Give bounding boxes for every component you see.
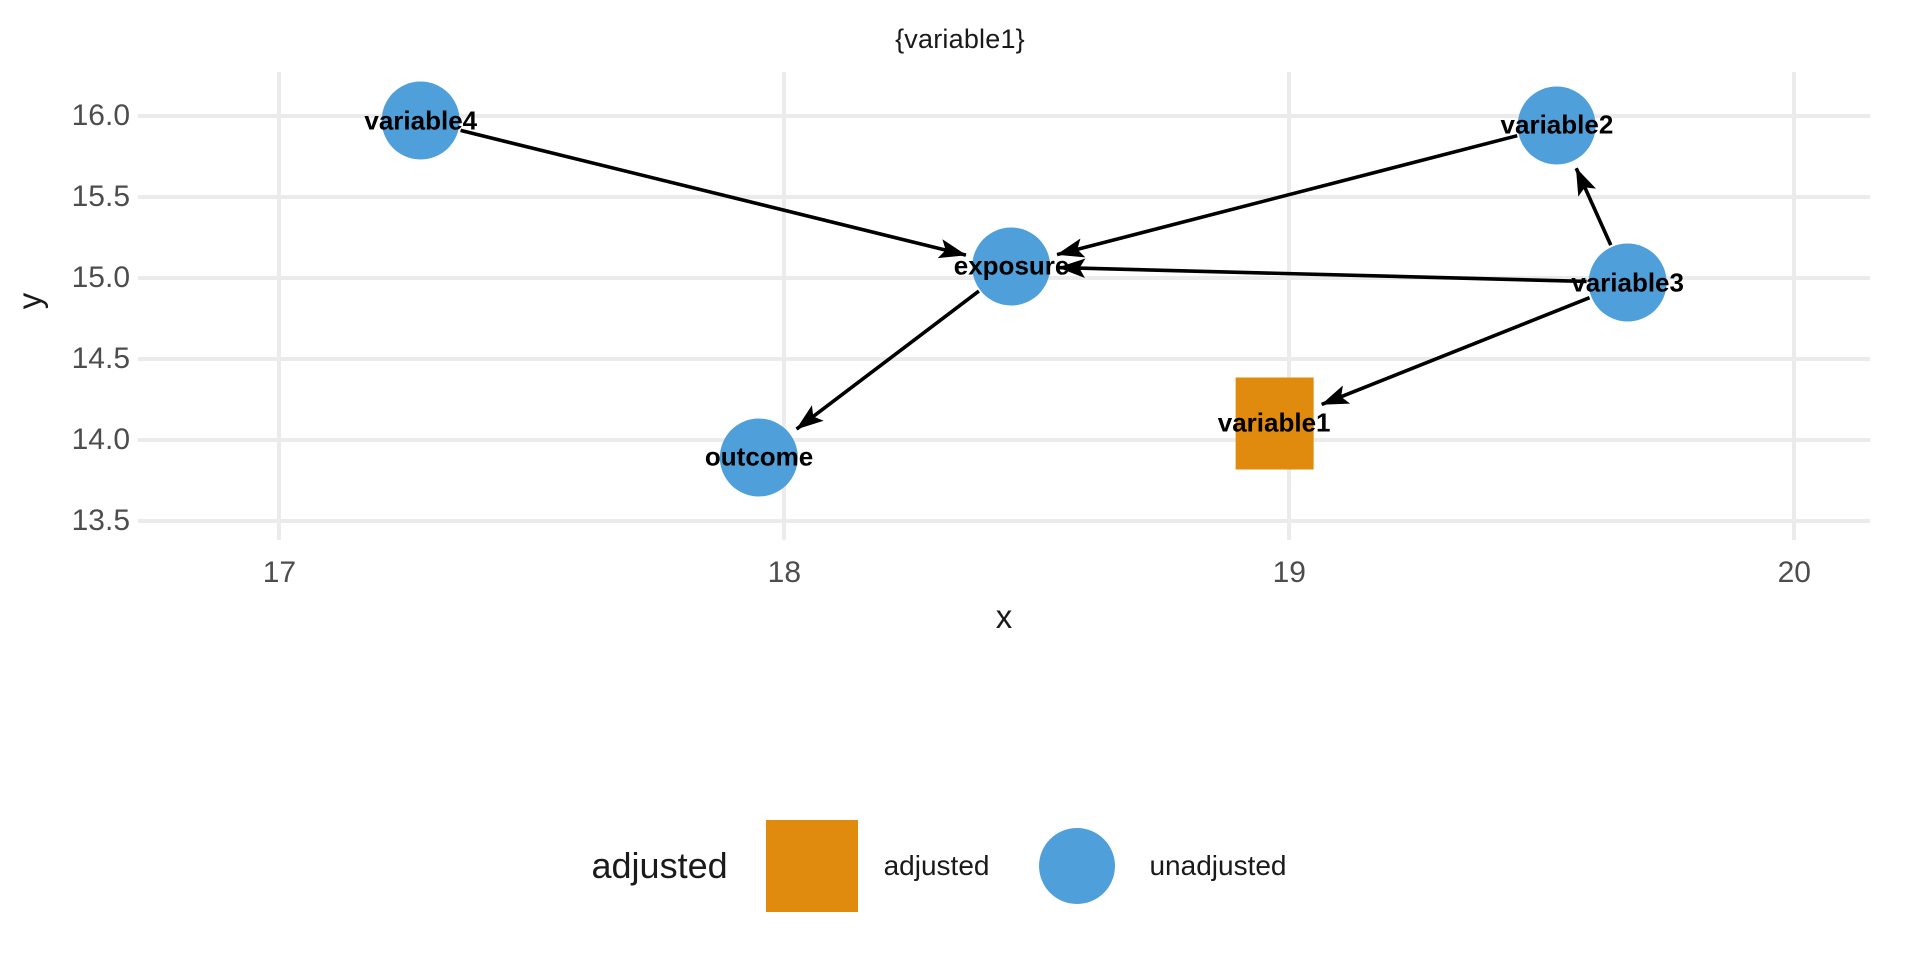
dag-node-label: exposure <box>953 250 1070 281</box>
gridline-horizontal <box>138 194 1870 199</box>
x-tick-label: 19 <box>1272 556 1306 589</box>
x-axis-title: x <box>995 598 1013 635</box>
dag-node-variable3[interactable]: variable3 <box>1571 243 1684 322</box>
dag-node-outcome[interactable]: outcome <box>704 418 814 497</box>
legend-title: adjusted <box>591 845 728 886</box>
dag-node-label: variable4 <box>364 105 478 136</box>
gridline-horizontal <box>138 356 1870 361</box>
legend: adjusted adjusted unadjusted <box>0 820 1920 912</box>
node-circle-icon <box>1588 243 1667 322</box>
legend-key-swatch <box>1039 828 1116 904</box>
y-tick-label: 15.0 <box>71 260 130 294</box>
dag-node-variable1[interactable]: variable1 <box>1217 377 1331 470</box>
y-tick-label: 13.5 <box>71 503 130 537</box>
page-title: {variable1} <box>895 24 1025 54</box>
gridline-horizontal <box>138 518 1870 523</box>
x-tick-label: 20 <box>1777 556 1811 589</box>
node-circle-icon <box>720 418 799 497</box>
legend-square-icon <box>765 820 858 912</box>
dag-node-label: outcome <box>704 441 814 472</box>
legend-circle-icon <box>1031 820 1123 912</box>
y-tick-label: 14.0 <box>71 422 130 456</box>
y-tick-label: 15.5 <box>71 179 130 213</box>
gridline-vertical <box>782 72 787 540</box>
gridline-horizontal <box>138 113 1870 118</box>
dag-node-exposure[interactable]: exposure <box>953 227 1070 306</box>
legend-item-adjusted[interactable]: adjusted <box>765 820 1032 912</box>
y-tick-label: 16.0 <box>71 98 130 132</box>
gridline-vertical <box>277 72 282 540</box>
dag-node-label: variable2 <box>1500 109 1614 140</box>
gridline-vertical <box>1792 72 1797 540</box>
node-square-icon <box>1235 377 1314 470</box>
y-tick-label: 14.5 <box>71 341 130 375</box>
dag-node-variable2[interactable]: variable2 <box>1500 86 1614 165</box>
dag-node-variable4[interactable]: variable4 <box>364 81 478 160</box>
gridline-horizontal <box>138 437 1870 442</box>
dag-node-label: variable1 <box>1217 407 1331 438</box>
legend-item-label: unadjusted <box>1149 850 1287 881</box>
x-tick-label: 17 <box>262 556 297 589</box>
legend-items: adjusted unadjusted <box>765 820 1329 912</box>
y-axis-title: y <box>11 292 48 310</box>
legend-item-unadjusted[interactable]: unadjusted <box>1031 820 1328 912</box>
node-circle-icon <box>972 227 1051 306</box>
node-circle-icon <box>1517 86 1596 165</box>
x-tick-label: 18 <box>767 556 802 589</box>
legend-key-swatch <box>765 820 858 912</box>
dag-node-label: variable3 <box>1571 267 1684 298</box>
node-circle-icon <box>381 81 460 160</box>
gridline-vertical <box>1287 72 1292 540</box>
legend-item-label: adjusted <box>883 850 990 881</box>
